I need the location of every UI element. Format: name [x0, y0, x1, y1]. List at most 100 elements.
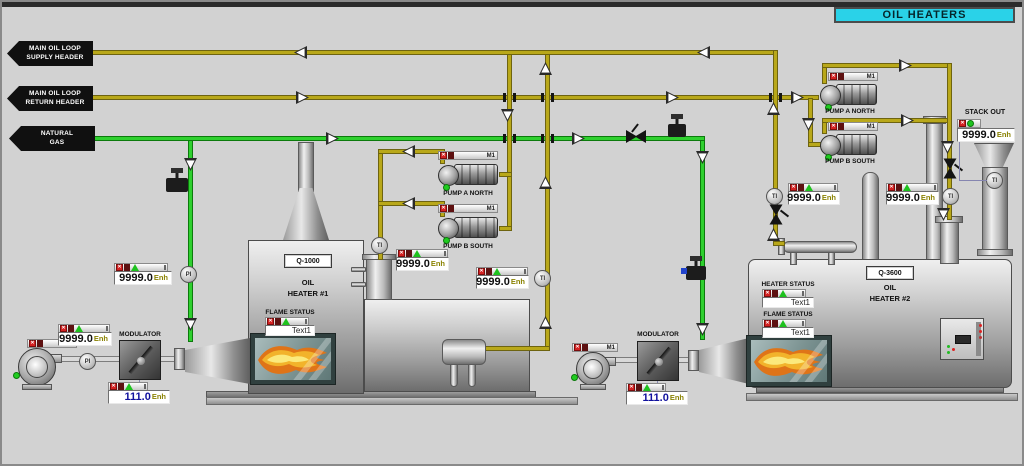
banner-line: NATURAL	[40, 129, 74, 137]
pipe-crossing-tick	[503, 93, 506, 102]
alarm-icon: ✕	[440, 152, 447, 159]
process-readout[interactable]: 9999.0 Enh	[787, 191, 840, 205]
burner-control-panel[interactable]	[940, 318, 984, 360]
flame-status-label: FLAME STATUS	[265, 309, 315, 316]
bar-tick	[834, 185, 836, 190]
status-segment	[636, 384, 642, 391]
pump-status-bar[interactable]: ✕ M1	[438, 151, 498, 160]
pipe-crossing-tick	[551, 134, 554, 143]
combustion-blower-2[interactable]	[571, 350, 616, 390]
flow-arrow-left	[402, 197, 415, 210]
heater1-outlet-run	[484, 346, 550, 351]
good-quality-icon	[131, 264, 139, 271]
pump-status-label: M1	[486, 152, 495, 159]
process-readout[interactable]: 9999.0 Enh	[396, 257, 449, 271]
pump-running-icon	[443, 184, 450, 191]
combustion-blower-1[interactable]	[13, 346, 62, 390]
bar-tick	[524, 269, 526, 274]
process-readout[interactable]: 9999.0 Enh	[114, 271, 172, 285]
gas-header-control-valve[interactable]	[668, 124, 686, 137]
heater1-outlet-riser	[545, 54, 550, 350]
pump-volute	[438, 165, 459, 186]
burner2-cone	[699, 338, 749, 384]
process-readout[interactable]: 9999.0 Enh	[476, 275, 529, 289]
heater2-name-line2: HEATER #2	[869, 294, 911, 303]
stack-readout[interactable]: 9999.0 Enh	[957, 128, 1015, 142]
heater1-flame-window	[250, 333, 336, 385]
heater2-outlet-valve[interactable]	[770, 205, 790, 225]
good-quality-icon	[643, 384, 651, 391]
pump-status-bar[interactable]: ✕ M1	[828, 122, 878, 131]
burner1-adapter	[174, 348, 185, 370]
readout-value: 9999.0	[396, 257, 430, 270]
modulator-readout[interactable]: 111.0 Enh	[108, 390, 170, 404]
heater1-tag-plate: Q-1000	[284, 254, 332, 268]
pumpA1-suction-stub	[499, 172, 512, 177]
burner2-adapter	[688, 350, 699, 371]
good-quality-icon	[75, 325, 83, 332]
status-segment	[275, 318, 281, 325]
status-segment	[838, 73, 844, 80]
banner-line: MAIN OIL LOOP	[29, 44, 81, 52]
pump-label: PUMP B SOUTH	[443, 243, 493, 250]
banner-supply-header: MAIN OIL LOOP SUPPLY HEADER	[7, 41, 93, 66]
flow-arrow-up	[767, 102, 780, 115]
flow-arrow-left	[402, 145, 415, 158]
status-segment	[448, 205, 454, 212]
good-quality-icon	[413, 250, 421, 257]
status-segment	[406, 250, 412, 257]
good-quality-icon	[493, 268, 501, 275]
pipe-crossing-tick	[551, 93, 554, 102]
process-readout[interactable]: 9999.0 Enh	[58, 332, 112, 346]
flow-arrow-right	[572, 132, 585, 145]
alarm-icon: ✕	[764, 290, 771, 297]
panel-led	[952, 348, 955, 351]
readout-unit: Enh	[996, 130, 1011, 140]
heater2-tag-plate: Q-3600	[866, 266, 914, 280]
pump-running-icon	[825, 154, 832, 161]
pump-b-south-2[interactable]	[820, 132, 878, 161]
panel-led	[947, 345, 950, 348]
alarm-icon: ✕	[764, 320, 771, 327]
pump-status-bar[interactable]: ✕ M1	[828, 72, 878, 81]
pipe-crossing-tick	[503, 134, 506, 143]
status-segment	[124, 264, 130, 271]
alarm-icon: ✕	[959, 120, 966, 127]
pressure-indicator-circle: PI	[79, 353, 96, 370]
heater-status-label: HEATER STATUS	[761, 281, 815, 288]
good-quality-icon	[779, 320, 787, 327]
alarm-icon: ✕	[574, 344, 581, 351]
gas-heater2-regulator[interactable]	[681, 266, 706, 280]
pump-status-bar[interactable]: ✕ M1	[438, 204, 498, 213]
readout-value: 9999.0	[119, 271, 153, 284]
pump-b-south-1[interactable]	[438, 215, 500, 244]
connector-line	[959, 180, 987, 181]
pump-a-north-1[interactable]	[438, 162, 500, 191]
pump-a-north-2[interactable]	[820, 82, 878, 111]
pump-label: PUMP B SOUTH	[825, 158, 875, 165]
heater1-skid	[206, 397, 578, 405]
good-quality-icon	[903, 184, 911, 191]
panel-led	[979, 336, 982, 339]
modulator-1[interactable]	[119, 340, 161, 380]
heater1-outlet-drum-leg-1	[450, 364, 458, 387]
pump-status-label: M1	[866, 123, 875, 130]
heater1-outlet-drum-leg-2	[468, 364, 476, 387]
blower-status-bar[interactable]: ✕ M1	[572, 343, 618, 352]
good-quality-icon	[779, 290, 787, 297]
blower-running-icon	[13, 372, 20, 379]
heater1-name-line2: HEATER #1	[287, 289, 329, 298]
heater2-inlet-valve[interactable]	[944, 159, 964, 179]
modulator-readout[interactable]: 111.0 Enh	[626, 391, 688, 405]
status-segment	[798, 184, 804, 191]
burner1-cone	[185, 338, 250, 384]
heater2-outlet-elbow	[773, 241, 785, 246]
gas-heater1-regulator[interactable]	[166, 178, 188, 192]
pressure-indicator-circle: PI	[180, 266, 197, 283]
gas-header-manual-valve[interactable]	[626, 123, 646, 143]
process-readout[interactable]: 9999.0 Enh	[886, 191, 939, 205]
pump-motor	[454, 164, 498, 185]
heater1-stack-pipe	[298, 142, 314, 192]
readout-value: 111.0	[642, 391, 669, 404]
modulator-2[interactable]	[637, 341, 679, 381]
